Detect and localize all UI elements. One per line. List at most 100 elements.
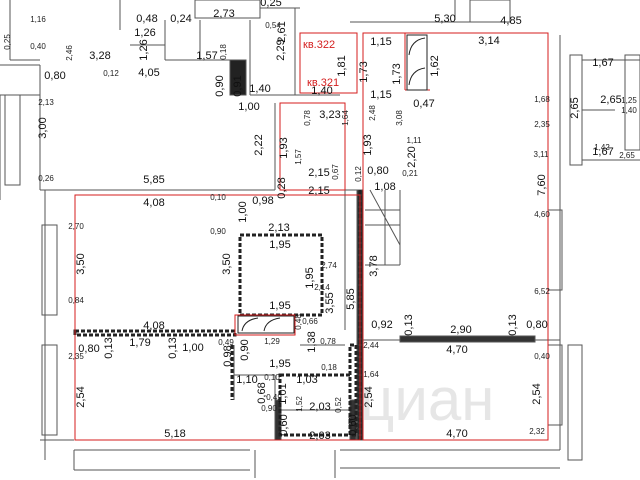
dimension-label: 0,25 — [3, 34, 12, 50]
dimension-label: 3,28 — [89, 50, 110, 62]
dimension-label: 1,81 — [336, 55, 348, 76]
dimension-label: 2,48 — [368, 105, 377, 121]
dimension-label: 2,03 — [309, 430, 330, 442]
dimension-label: 2,65 — [600, 94, 621, 106]
door-symbols — [237, 34, 428, 334]
dimension-label: 3,78 — [368, 255, 380, 276]
dimension-label: 3,50 — [75, 253, 87, 274]
dimension-label: 1,42 — [594, 143, 610, 152]
dimension-label: 0,90 — [261, 404, 277, 413]
dimension-label: 2,44 — [363, 341, 379, 350]
watermark-text: циан — [360, 366, 494, 433]
dimension-label: 0,80 — [78, 343, 99, 355]
dimension-label: 2,32 — [529, 427, 545, 436]
dimension-label: 1,08 — [374, 181, 395, 193]
dimension-label: 0,10 — [210, 193, 226, 202]
dimension-label: 4,60 — [534, 210, 550, 219]
dimension-label: 1,93 — [362, 134, 374, 155]
dimension-label: 1,15 — [370, 89, 391, 101]
dimension-label: 5,85 — [143, 174, 164, 186]
dimension-label: 4,70 — [446, 428, 467, 440]
dimension-label: 0,28 — [276, 177, 288, 198]
dimension-label: 4,05 — [138, 67, 159, 79]
dimension-label: 0,66 — [302, 317, 318, 326]
dimension-label: 2,20 — [406, 146, 418, 167]
dimension-label: 1,57 — [294, 149, 303, 165]
dimension-label: 1,68 — [534, 95, 550, 104]
dimension-label: 0,92 — [371, 319, 392, 331]
dimension-label: 1,67 — [592, 57, 613, 69]
dimension-label: 0,91 — [232, 75, 244, 96]
dimension-label: 1,52 — [295, 396, 304, 412]
dimension-label: 2,74 — [321, 261, 337, 270]
dimension-label: 0,49 — [218, 338, 234, 347]
dimension-label: 1,25 — [621, 96, 637, 105]
dimension-label: 1,95 — [269, 358, 290, 370]
dimension-label: 1,93 — [278, 137, 290, 158]
dimension-label: 2,15 — [308, 167, 329, 179]
dimension-label: 0,21 — [402, 169, 418, 178]
dimension-label: 1,64 — [363, 370, 379, 379]
dimension-label: 2,15 — [308, 185, 329, 197]
dimension-label: 0,52 — [334, 397, 343, 413]
dimension-label: 0,98 — [252, 195, 273, 207]
dimension-label: 3,11 — [534, 150, 550, 159]
dimension-label: 0,24 — [170, 13, 191, 25]
dimension-label: 1,95 — [269, 239, 290, 251]
dimension-label: 1,00 — [182, 342, 203, 354]
dimension-label: 1,73 — [358, 61, 370, 82]
dimension-label: 0,80 — [44, 70, 65, 82]
dimension-label: 1,15 — [370, 36, 391, 48]
dimension-label: 1,95 — [304, 267, 316, 288]
dimension-label: 0,54 — [265, 21, 281, 30]
dimension-label: 1,67 — [592, 146, 613, 158]
dimension-label: 3,08 — [395, 110, 404, 126]
dimension-labels: 0,48 0,24 2,73 0,25 5,30 4,85 1,16 1,26 0,25 0,40… — [3, 0, 637, 442]
dimension-label: 1,16 — [30, 15, 46, 24]
dimension-label: 0,48 — [136, 13, 157, 25]
dimension-label: 0,80 — [526, 319, 547, 331]
dimension-label: 1,62 — [429, 55, 441, 76]
dimension-label: 1,38 — [306, 331, 318, 352]
dimension-label: 0,68 — [256, 382, 268, 403]
dimension-label: 2,35 — [68, 352, 84, 361]
dimension-label: 1,29 — [264, 337, 280, 346]
dimension-label: 0,80 — [367, 165, 388, 177]
dimension-label: 0,25 — [260, 0, 281, 9]
dimension-label: 5,18 — [164, 428, 185, 440]
dimension-label: 2,70 — [68, 222, 84, 231]
dimension-label: 2,54 — [363, 386, 375, 407]
dimension-label: 1,03 — [296, 374, 317, 386]
dimension-label: 2,65 — [619, 151, 635, 160]
dimension-label: 0,84 — [68, 296, 84, 305]
dimension-label: 0,13 — [103, 337, 115, 358]
dimension-label: 6,52 — [534, 287, 550, 296]
dimension-label: 2,54 — [531, 383, 543, 404]
dimension-label: 0,13 — [507, 314, 519, 335]
dimension-label: 5,85 — [345, 288, 357, 309]
dimension-label: 0,12 — [354, 166, 363, 182]
dimension-label: 1,95 — [269, 300, 290, 312]
dimension-label: 1,26 — [134, 27, 155, 39]
dimension-label: 0,47 — [413, 98, 434, 110]
dimension-label: 2,54 — [75, 386, 87, 407]
dimension-label: 3,55 — [324, 292, 336, 313]
dimension-label: 4,70 — [446, 344, 467, 356]
dimension-label: 1,57 — [196, 50, 217, 62]
dimension-label: 1,00 — [238, 101, 259, 113]
dimension-label: 5,30 — [434, 13, 455, 25]
dimension-label: 4,08 — [143, 197, 164, 209]
dimension-label: 1,01 — [277, 383, 289, 404]
dimension-label: 0,60 — [278, 414, 290, 435]
dimension-label: 0,90 — [239, 339, 251, 360]
dimension-label: 0,26 — [38, 174, 54, 183]
dimension-label: 1,11 — [407, 136, 423, 145]
dimension-label: 3,50 — [221, 253, 233, 274]
dimension-label: 7,60 — [536, 174, 548, 195]
dimension-label: 2,13 — [268, 222, 289, 234]
dimension-label: 2,73 — [213, 8, 234, 20]
dimension-label: 4,85 — [500, 15, 521, 27]
dimension-label: 0,78 — [303, 110, 312, 126]
dimension-label: 0,40 — [534, 352, 550, 361]
apartment-label: кв.322 — [303, 39, 335, 51]
